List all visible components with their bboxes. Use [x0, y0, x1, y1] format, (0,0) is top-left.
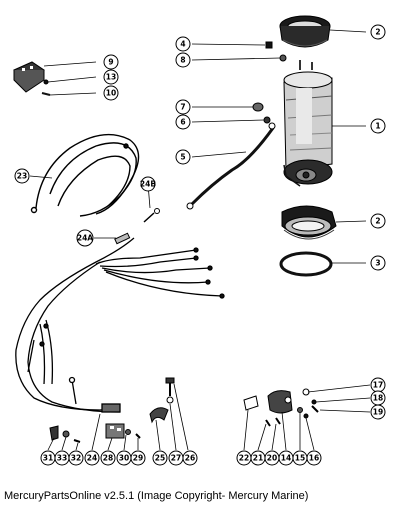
callout-16: 16: [309, 454, 319, 463]
callout-32: 32: [71, 454, 81, 463]
part-1-starter-motor: [283, 60, 333, 187]
part-24a-connector: [114, 232, 131, 245]
callout-27: 27: [171, 454, 181, 463]
callout-24b: 24B: [140, 180, 156, 189]
callout-2-bottom: 2: [375, 217, 380, 226]
part-20-screw: [275, 417, 281, 425]
part-10-screw: [41, 92, 51, 96]
part-7-nut: [252, 102, 264, 112]
callout-28: 28: [103, 454, 113, 463]
callout-1: 1: [375, 122, 380, 131]
callout-5: 5: [180, 153, 185, 162]
part-8-washer: [279, 54, 287, 62]
part-13-washer: [43, 79, 49, 85]
callout-25: 25: [155, 454, 165, 463]
part-24-harness: [15, 237, 225, 413]
part-26-bolt: [165, 377, 175, 396]
callout-31: 31: [43, 454, 53, 463]
part-25-bracket: [149, 407, 169, 424]
callout-13: 13: [106, 73, 116, 82]
callout-2-top: 2: [375, 28, 380, 37]
part-31-clip: [49, 425, 59, 441]
part-22-gasket: [243, 395, 259, 411]
part-2-top-boot: [279, 15, 331, 48]
part-6-washer: [263, 116, 271, 124]
callout-4: 4: [180, 40, 185, 49]
callout-24a: 24A: [77, 234, 93, 243]
part-21-screw: [265, 419, 271, 427]
callout-22: 22: [239, 454, 249, 463]
callout-14: 14: [281, 454, 291, 463]
callout-29: 29: [133, 454, 143, 463]
callout-30: 30: [119, 454, 129, 463]
callout-26: 26: [185, 454, 195, 463]
part-5-cable: [186, 122, 276, 210]
part-9-solenoid: [13, 61, 45, 93]
part-32-screw: [73, 439, 81, 443]
part-3-o-ring: [279, 251, 333, 277]
part-23-wire: [30, 133, 140, 217]
part-18-nut: [311, 399, 317, 405]
callout-7: 7: [180, 103, 185, 112]
callout-15: 15: [295, 454, 305, 463]
callout-3: 3: [375, 259, 380, 268]
part-14-solenoid: [267, 390, 293, 414]
callout-8: 8: [180, 56, 185, 65]
callout-18: 18: [373, 394, 383, 403]
callout-23: 23: [17, 172, 27, 181]
part-15-washer: [297, 407, 303, 413]
part-2-bottom-boot: [281, 205, 337, 240]
part-30-washer: [125, 429, 131, 435]
part-19-screw: [311, 405, 319, 413]
callout-circles: [14, 24, 386, 466]
part-24b-terminal: [143, 208, 160, 223]
part-27-washer: [166, 396, 174, 404]
callout-17: 17: [373, 381, 383, 390]
callout-33: 33: [57, 454, 67, 463]
part-28-bracket: [105, 423, 125, 439]
part-29-screw: [135, 433, 141, 439]
callout-6: 6: [180, 118, 185, 127]
callout-24: 24: [87, 454, 97, 463]
copyright-caption: MercuryPartsOnline v2.5.1 (Image Copyrig…: [4, 490, 309, 502]
callout-10: 10: [106, 89, 116, 98]
part-16-nut: [303, 413, 309, 419]
callout-20: 20: [267, 454, 277, 463]
callout-19: 19: [373, 408, 383, 417]
leader-lines: [29, 29, 371, 451]
part-4-nut: [265, 41, 273, 49]
callout-9: 9: [108, 58, 113, 67]
part-33-washer: [62, 430, 70, 438]
callout-21: 21: [253, 454, 263, 463]
